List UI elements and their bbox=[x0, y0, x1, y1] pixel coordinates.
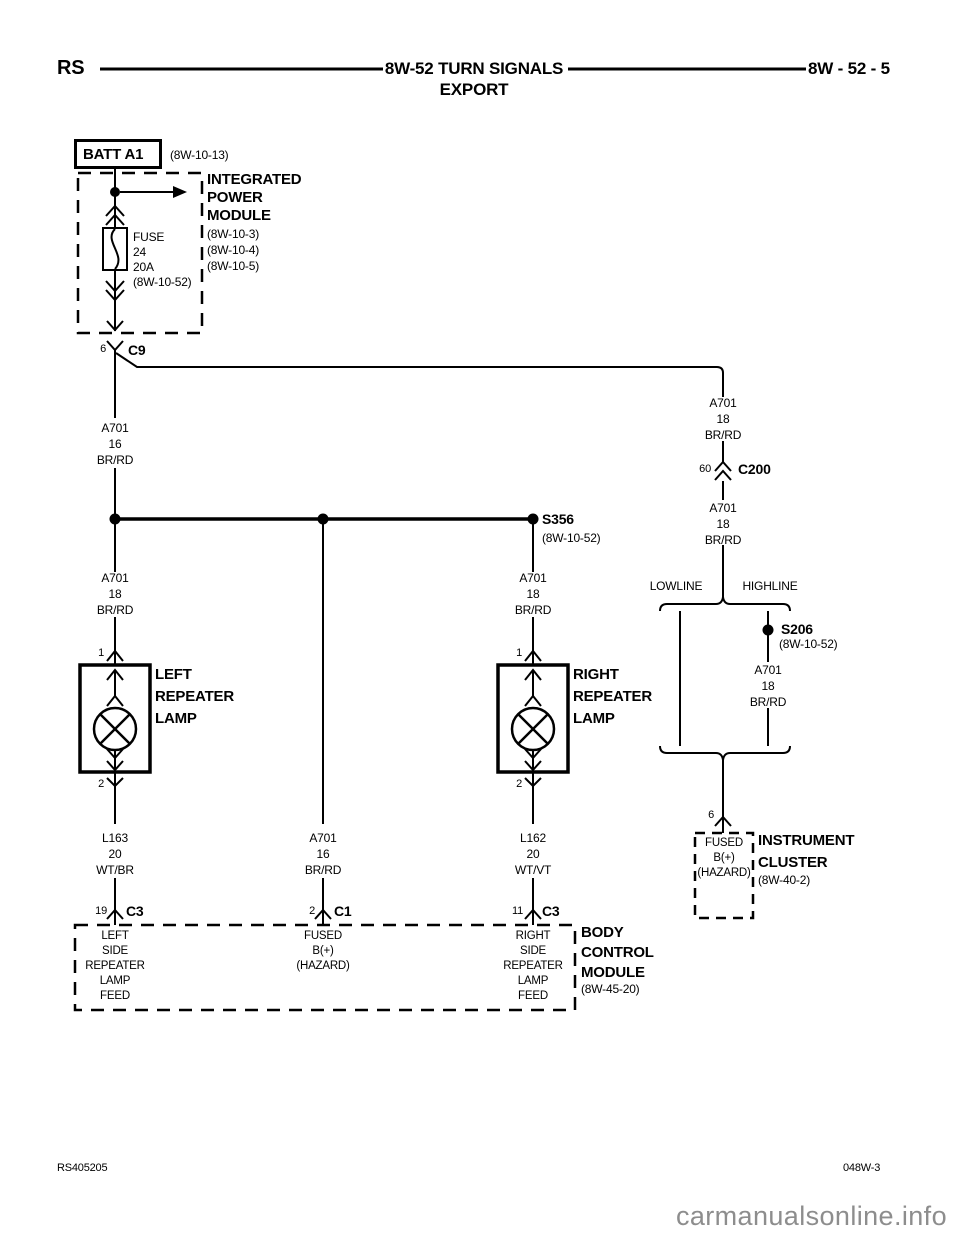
instrument-cluster-box bbox=[693, 831, 755, 920]
model-code: RS bbox=[57, 57, 85, 79]
cluster-ref: (8W-40-2) bbox=[758, 873, 810, 887]
branch-merge-brace bbox=[659, 745, 791, 761]
left-lamp-branch bbox=[78, 523, 152, 925]
s356-splice-dot bbox=[527, 513, 539, 525]
page-subtitle: EXPORT bbox=[439, 80, 509, 99]
cluster-terminal-label: FUSED B(+) (HAZARD) bbox=[697, 837, 751, 879]
footer-sheet-number: 048W-3 bbox=[843, 1162, 881, 1174]
left-lamp-pin1: 1 bbox=[98, 647, 104, 659]
left-lamp-pin2: 2 bbox=[98, 778, 104, 790]
cluster-name: INSTRUMENT CLUSTER bbox=[758, 832, 855, 871]
branch-to-c200 bbox=[115, 352, 724, 397]
wire-label-l163: L163 20 WT/BR bbox=[96, 831, 134, 877]
pin1-connector-symbol bbox=[106, 649, 124, 662]
highline-label: HIGHLINE bbox=[742, 579, 798, 593]
right-arrowhead bbox=[173, 186, 187, 198]
wire-label-a701-16: A701 16 BR/RD bbox=[96, 421, 134, 467]
bcm-right-terminal: RIGHT SIDE REPEATER LAMP FEED bbox=[503, 930, 563, 1002]
bcm-c1-pin: 2 bbox=[309, 905, 315, 917]
bcm-c3-left-pin: 19 bbox=[95, 905, 107, 917]
ipm-name: INTEGRATED POWER MODULE bbox=[207, 171, 302, 224]
c9-connector-label: C9 bbox=[128, 342, 146, 358]
page-title: 8W-52 TURN SIGNALS bbox=[384, 59, 564, 78]
branch-split-brace bbox=[659, 596, 791, 612]
ipm-refs: (8W-10-3) (8W-10-4) (8W-10-5) bbox=[207, 227, 259, 273]
ipm-box bbox=[76, 171, 204, 335]
bcm-c3-left-label: C3 bbox=[126, 903, 144, 919]
wire-label-c200-upper: A701 18 BR/RD bbox=[704, 396, 742, 442]
bcm-left-terminal: LEFT SIDE REPEATER LAMP FEED bbox=[85, 930, 145, 1002]
wire-label-a701-mid: A701 16 BR/RD bbox=[304, 831, 342, 877]
wire-label-a701-18-left: A701 18 BR/RD bbox=[96, 571, 134, 617]
c200-connector-label: C200 bbox=[738, 461, 771, 477]
battery-box bbox=[74, 139, 162, 169]
right-column-wire bbox=[659, 441, 791, 833]
s356-label: S356 bbox=[542, 511, 574, 527]
left-lamp-name: LEFT REPEATER LAMP bbox=[155, 666, 234, 727]
bcm-c3-right-pin: 11 bbox=[511, 905, 523, 917]
pin2-connector-symbol bbox=[524, 777, 542, 788]
battery-ref: (8W-10-13) bbox=[170, 148, 229, 162]
s206-ref: (8W-10-52) bbox=[779, 637, 838, 651]
bcm-name: BODY CONTROL MODULE bbox=[581, 924, 654, 981]
bcm-c1-label: C1 bbox=[334, 903, 352, 919]
right-lamp-branch bbox=[496, 523, 570, 925]
cluster-pin-symbol bbox=[714, 815, 732, 827]
c200-connector-symbol bbox=[714, 469, 732, 481]
c9-connector-symbol bbox=[106, 340, 124, 352]
right-lamp-pin2: 2 bbox=[516, 778, 522, 790]
c1-connector-symbol bbox=[314, 908, 332, 920]
wire-label-highline: A701 18 BR/RD bbox=[749, 663, 787, 709]
right-lamp-pin1: 1 bbox=[516, 647, 522, 659]
down-arrowhead bbox=[106, 320, 124, 332]
ipm-circuit bbox=[102, 167, 187, 332]
right-lamp-name: RIGHT REPEATER LAMP bbox=[573, 666, 652, 727]
fuse-label: FUSE 24 20A (8W-10-52) bbox=[133, 230, 192, 289]
s356-ref: (8W-10-52) bbox=[542, 531, 601, 545]
pin1-connector-symbol bbox=[524, 649, 542, 662]
wire-label-a701-18-right: A701 18 BR/RD bbox=[514, 571, 552, 617]
c3-connector-symbol bbox=[524, 908, 542, 920]
page-number: 8W - 52 - 5 bbox=[808, 59, 890, 78]
bcm-box bbox=[73, 923, 577, 1012]
chevron-up-icon bbox=[105, 204, 125, 217]
fuse-wave bbox=[110, 228, 120, 270]
bcm-mid-terminal: FUSED B(+) (HAZARD) bbox=[296, 930, 350, 972]
wire-label-l162: L162 20 WT/VT bbox=[514, 831, 552, 877]
main-feed-wire bbox=[114, 350, 724, 521]
battery-label: BATT A1 bbox=[83, 146, 144, 163]
chevron-down-icon bbox=[105, 289, 125, 302]
c3-connector-symbol bbox=[106, 908, 124, 920]
chevron-up-icon bbox=[105, 213, 125, 226]
footer-doc-number: RS405205 bbox=[57, 1162, 108, 1174]
pin2-connector-symbol bbox=[106, 777, 124, 788]
bcm-ref: (8W-45-20) bbox=[581, 982, 640, 996]
bcm-c3-right-label: C3 bbox=[542, 903, 560, 919]
splice-bus-s356 bbox=[109, 513, 539, 525]
c200-pin-number: 60 bbox=[699, 463, 711, 475]
s206-splice-dot bbox=[762, 624, 774, 636]
watermark: carmanualsonline.info bbox=[675, 1201, 947, 1231]
middle-branch bbox=[314, 523, 332, 925]
chevron-down-icon bbox=[105, 280, 125, 293]
s206-label: S206 bbox=[781, 621, 813, 637]
wire-label-c200-lower: A701 18 BR/RD bbox=[704, 501, 742, 547]
cluster-pin-number: 6 bbox=[708, 809, 714, 821]
junction-dot bbox=[110, 187, 120, 197]
lowline-label: LOWLINE bbox=[649, 579, 703, 593]
c200-connector-symbol bbox=[714, 460, 732, 472]
c9-pin-number: 6 bbox=[100, 343, 106, 355]
